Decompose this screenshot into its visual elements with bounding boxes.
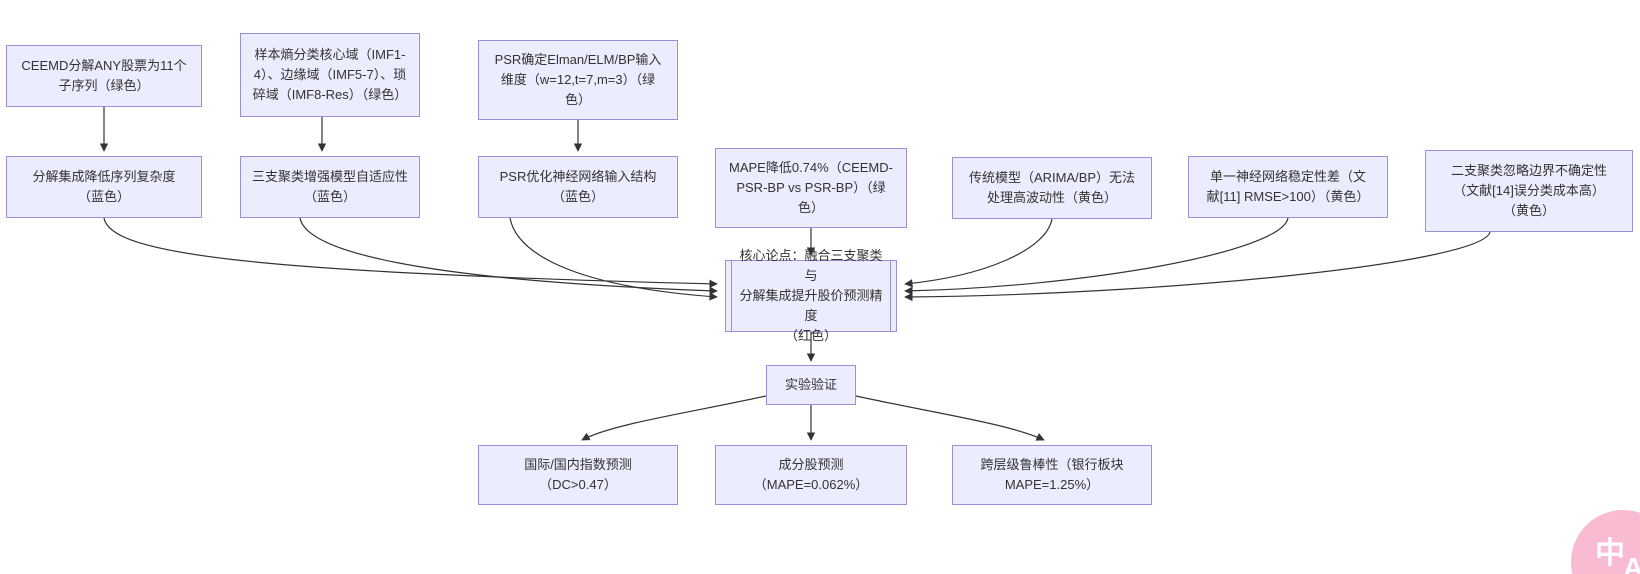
edge-traditional-core (904, 218, 1053, 288)
node-cross-level-robustness: 跨层级鲁棒性（银行板块 MAPE=1.25%） (952, 445, 1152, 505)
translate-badge[interactable]: 中 A (1571, 510, 1640, 574)
node-ceemd-decompose: CEEMD分解ANY股票为11个 子序列（绿色） (6, 45, 202, 107)
node-psr-input-dimension: PSR确定Elman/ELM/BP输入 维度（w=12,t=7,m=3）（绿 色… (478, 40, 678, 120)
node-index-forecast: 国际/国内指数预测 （DC>0.47） (478, 445, 678, 505)
node-sample-entropy-domains: 样本熵分类核心域（IMF1- 4）、边缘域（IMF5-7）、琐 碎域（IMF8-… (240, 33, 420, 117)
node-threeway-adaptivity: 三支聚类增强模型自适应性 （蓝色） (240, 156, 420, 218)
translate-zh-glyph: 中 (1595, 537, 1625, 570)
edge-psrstruct-core (509, 217, 718, 301)
edge-twoway-core (904, 231, 1491, 302)
node-experiment-validation: 实验验证 (766, 365, 856, 405)
edge-decomp-core (103, 217, 718, 289)
node-constituent-forecast: 成分股预测 （MAPE=0.062%） (715, 445, 907, 505)
translate-en-glyph: A (1623, 552, 1640, 574)
node-traditional-model-limit: 传统模型（ARIMA/BP）无法 处理高波动性（黄色） (952, 157, 1152, 219)
edge-singlenn-core (904, 217, 1289, 296)
node-mape-improvement: MAPE降低0.74%（CEEMD- PSR-BP vs PSR-BP）（绿 色… (715, 148, 907, 228)
edge-experiment-index (581, 395, 767, 441)
node-decomposition-complexity: 分解集成降低序列复杂度 （蓝色） (6, 156, 202, 218)
node-psr-input-structure: PSR优化神经网络输入结构 （蓝色） (478, 156, 678, 218)
node-single-nn-instability: 单一神经网络稳定性差（文 献[11] RMSE>100）（黄色） (1188, 156, 1388, 218)
edge-experiment-robust (855, 395, 1045, 441)
edge-threeway-core (299, 217, 718, 295)
node-twoway-clustering-limit: 二支聚类忽略边界不确定性 （文献[14]误分类成本高） （黄色） (1425, 150, 1633, 232)
node-core-thesis: 核心论点：融合三支聚类与 分解集成提升股价预测精度 （红色） (725, 248, 897, 343)
